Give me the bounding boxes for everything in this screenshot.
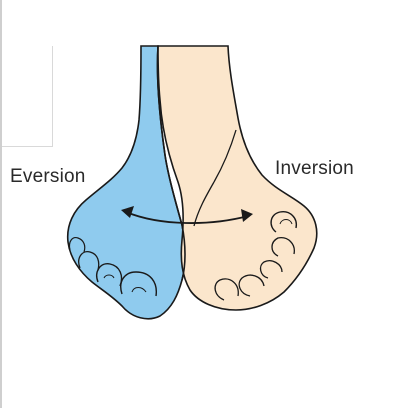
inversion-label: Inversion <box>275 158 354 180</box>
eversion-label: Eversion <box>10 166 86 188</box>
